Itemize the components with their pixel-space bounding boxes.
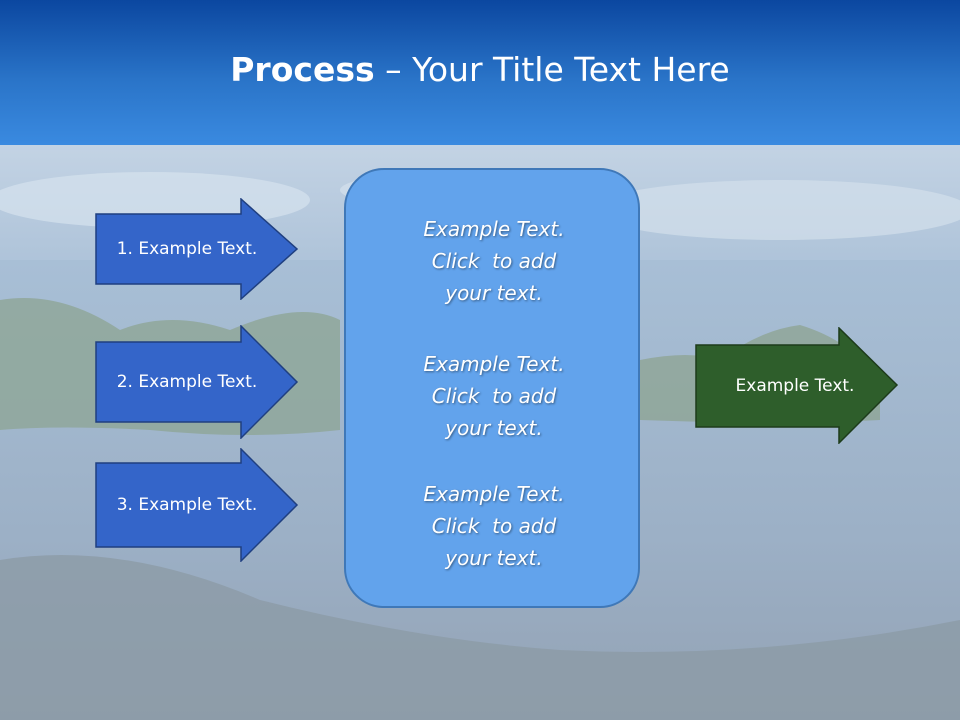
title-bold-part: Process (230, 50, 375, 89)
center-text-line: Example Text. (423, 352, 565, 376)
slide-title[interactable]: Process – Your Title Text Here (0, 50, 960, 89)
arrow-right-icon (95, 448, 299, 562)
arrow-right-icon (95, 198, 299, 300)
arrow-right-icon (95, 325, 299, 439)
arrow-right-icon (695, 327, 899, 444)
center-text-line: Click to add (431, 249, 557, 273)
input-arrow-1[interactable]: 1. Example Text. (95, 198, 299, 300)
center-text-line: your text. (445, 281, 543, 305)
center-text-block-3: Example Text. Click to add your text. (346, 478, 642, 574)
input-arrow-label: 2. Example Text. (116, 372, 258, 392)
center-text-line: Click to add (431, 514, 557, 538)
input-arrow-label: 1. Example Text. (116, 239, 258, 259)
center-text-line: Example Text. (423, 217, 565, 241)
input-arrow-label: 3. Example Text. (116, 495, 258, 515)
center-text-block-1: Example Text. Click to add your text. (346, 213, 642, 309)
title-rest-part: – Your Title Text Here (374, 50, 730, 89)
center-text-line: Example Text. (423, 482, 565, 506)
output-arrow[interactable]: Example Text. (695, 327, 899, 444)
center-text-block-2: Example Text. Click to add your text. (346, 348, 642, 444)
input-arrow-3[interactable]: 3. Example Text. (95, 448, 299, 562)
output-arrow-label: Example Text. (735, 376, 855, 396)
center-text-line: your text. (445, 546, 543, 570)
center-process-box[interactable]: Example Text. Click to add your text. Ex… (344, 168, 640, 608)
center-text-line: Click to add (431, 384, 557, 408)
input-arrow-2[interactable]: 2. Example Text. (95, 325, 299, 439)
center-text-line: your text. (445, 416, 543, 440)
slide-header (0, 0, 960, 145)
